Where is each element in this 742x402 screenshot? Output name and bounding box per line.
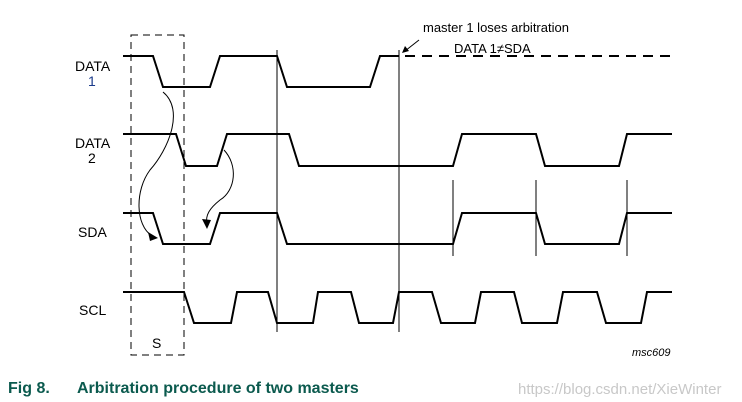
data2-number: 2 <box>88 150 96 166</box>
scl-waveform <box>123 291 672 324</box>
sda-label: SDA <box>78 224 107 240</box>
annotation-line2: DATA 1≠SDA <box>454 41 531 56</box>
caption-title: Arbitration procedure of two masters <box>77 380 359 397</box>
data1-waveform <box>123 55 399 88</box>
arrowhead-icon <box>202 219 211 229</box>
data1-label: DATA <box>75 58 111 74</box>
figure-id: msc609 <box>632 347 671 359</box>
start-label: S <box>152 335 161 351</box>
data2-label: DATA <box>75 135 111 151</box>
data2-waveform <box>123 133 672 167</box>
sda-waveform <box>123 212 672 245</box>
caption-number: Fig 8. <box>8 380 50 397</box>
arrowhead-icon <box>402 46 409 53</box>
curved-arrow <box>206 149 234 225</box>
annotation-line1: master 1 loses arbitration <box>423 20 569 35</box>
watermark: https://blog.csdn.net/XieWinter <box>518 381 722 398</box>
scl-label: SCL <box>79 302 106 318</box>
curved-arrow <box>138 91 174 237</box>
data1-number: 1 <box>88 73 96 89</box>
start-condition-box <box>130 34 185 356</box>
arrowhead-icon <box>148 232 158 241</box>
